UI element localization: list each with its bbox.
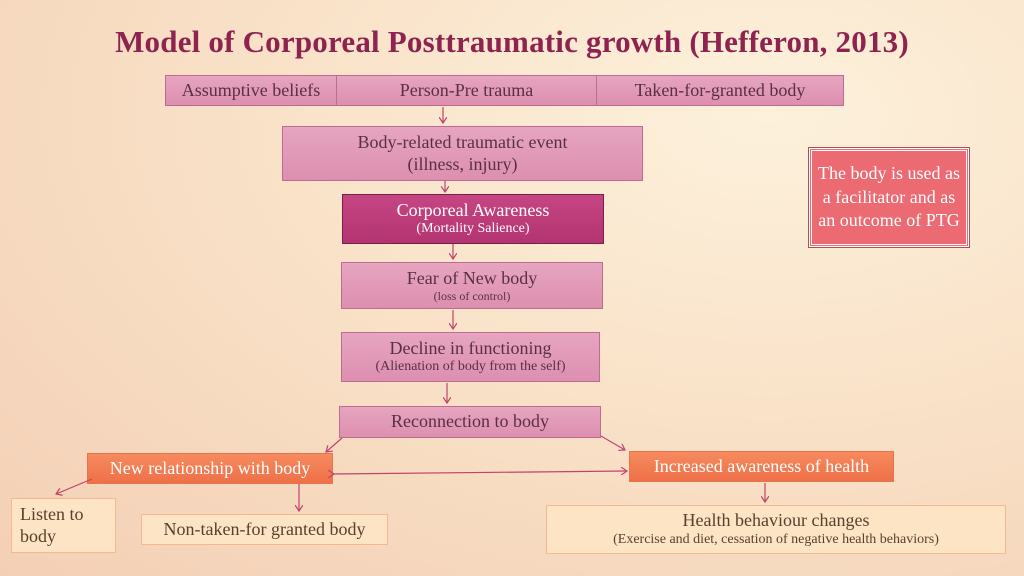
person-pre-trauma-label: Person-Pre trauma [399, 79, 534, 100]
arrow-relationship-to-listen [56, 478, 93, 494]
assumptive-beliefs-label: Assumptive beliefs [181, 79, 321, 100]
listen-to-body-label: Listen to body [20, 503, 84, 546]
non-taken-box: Non-taken-for granted body [141, 514, 388, 545]
health-behaviour-title: Health behaviour changes [682, 510, 870, 531]
increased-awareness-label: Increased awareness of health [653, 455, 870, 476]
traumatic-event-subtitle: (illness, injury) [407, 153, 518, 174]
taken-for-granted-label: Taken-for-granted body [634, 79, 806, 100]
listen-to-body-box: Listen to body [11, 498, 116, 553]
decline-functioning-box: Decline in functioning (Alienation of bo… [341, 332, 600, 382]
decline-functioning-title: Decline in functioning [389, 337, 552, 358]
fear-new-body-subtitle: (loss of control) [433, 289, 511, 304]
side-note-text: The body is used as a facilitator and as… [818, 163, 960, 231]
arrow-reconnection-to-awareness [600, 435, 625, 450]
arrow-reconnection-to-relationship [326, 437, 343, 452]
increased-awareness-box: Increased awareness of health [629, 451, 894, 482]
fear-new-body-box: Fear of New body (loss of control) [341, 262, 603, 309]
traumatic-event-box: Body-related traumatic event (illness, i… [282, 126, 643, 181]
reconnection-label: Reconnection to body [391, 411, 549, 432]
assumptive-beliefs-box: Assumptive beliefs [165, 75, 337, 106]
page-title: Model of Corporeal Posttraumatic growth … [115, 24, 909, 59]
corporeal-awareness-box: Corporeal Awareness (Mortality Salience) [342, 194, 604, 244]
traumatic-event-title: Body-related traumatic event [357, 131, 568, 152]
new-relationship-box: New relationship with body [87, 453, 333, 484]
new-relationship-label: New relationship with body [109, 457, 311, 478]
decline-functioning-subtitle: (Alienation of body from the self) [375, 359, 566, 375]
corporeal-awareness-title: Corporeal Awareness [396, 199, 550, 220]
health-behaviour-box: Health behaviour changes (Exercise and d… [546, 505, 1006, 554]
arrow-relationship-awareness [334, 471, 627, 474]
reconnection-box: Reconnection to body [339, 406, 601, 438]
taken-for-granted-box: Taken-for-granted body [596, 75, 844, 106]
health-behaviour-subtitle: (Exercise and diet, cessation of negativ… [613, 531, 939, 547]
fear-new-body-title: Fear of New body [406, 267, 538, 288]
corporeal-awareness-subtitle: (Mortality Salience) [416, 221, 530, 237]
side-note-box: The body is used as a facilitator and as… [808, 147, 970, 248]
non-taken-label: Non-taken-for granted body [163, 518, 366, 539]
